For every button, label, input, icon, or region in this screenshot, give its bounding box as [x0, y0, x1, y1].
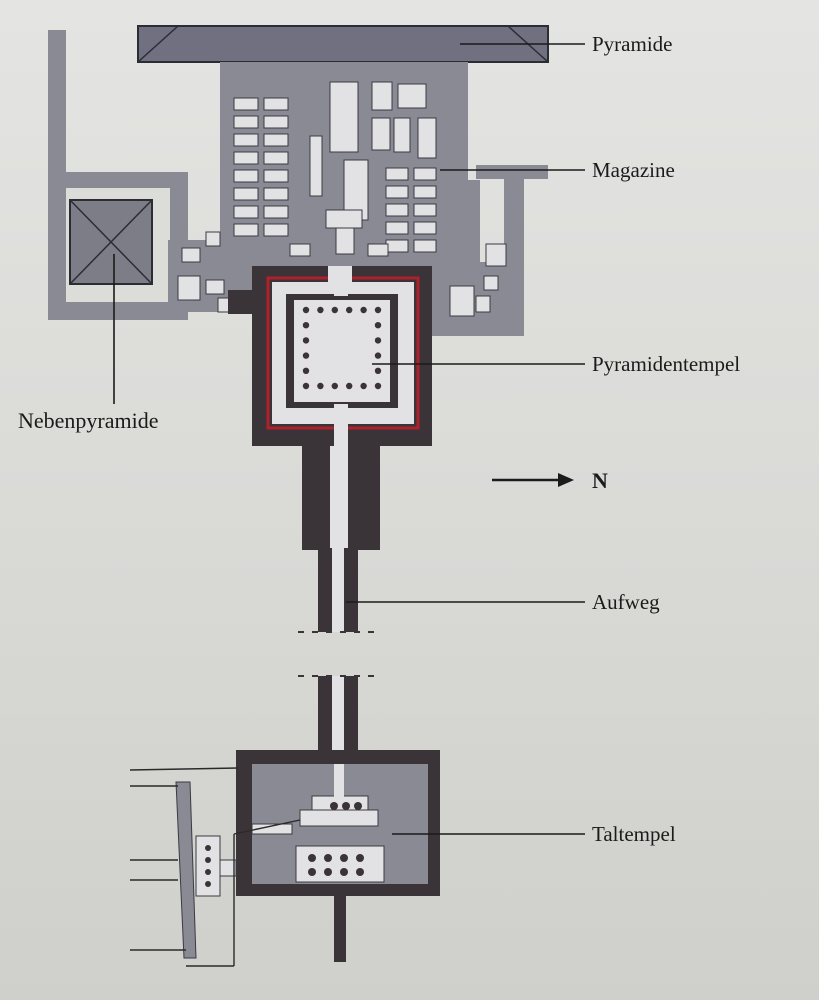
magazine-rooms-left	[233, 97, 289, 237]
temple-pillar	[302, 367, 310, 374]
temple-pillar	[302, 337, 310, 344]
temple-pillar	[374, 337, 382, 344]
temple-pillar	[346, 382, 353, 390]
label-satellite-pyramid: Nebenpyramide	[18, 408, 159, 433]
temple-pillar	[317, 382, 324, 390]
entrance-blocks	[228, 290, 252, 314]
temple-pillar	[302, 352, 310, 359]
temple-pillars	[302, 306, 382, 390]
temple-pillar	[360, 382, 367, 390]
label-valley-temple: Taltempel	[592, 822, 676, 846]
label-north: N	[592, 468, 608, 493]
temple-pillar	[374, 322, 382, 329]
temple-pillar	[331, 306, 338, 314]
valley-pillars	[308, 802, 364, 876]
leader-lines	[113, 43, 585, 835]
landing-stage	[175, 781, 237, 959]
side-rooms	[177, 231, 507, 317]
valley-temple	[236, 750, 440, 962]
satellite-pyramid	[69, 199, 153, 285]
pyramid-temple	[252, 266, 432, 446]
central-chambers	[289, 81, 437, 257]
temple-pillar	[374, 367, 382, 374]
label-causeway: Aufweg	[592, 590, 660, 614]
temple-pillar	[302, 322, 310, 329]
landing-lines	[129, 767, 301, 967]
causeway	[298, 446, 380, 772]
temple-pillar	[317, 306, 324, 314]
label-pyramid: Pyramide	[592, 32, 672, 56]
temple-pillar	[346, 306, 353, 314]
label-pyramid-temple: Pyramidentempel	[592, 352, 740, 376]
label-magazines: Magazine	[592, 158, 675, 182]
temple-pillar	[360, 306, 367, 314]
temple-pillar	[374, 382, 382, 390]
temple-pillar	[374, 306, 382, 314]
temple-pillar	[302, 306, 310, 314]
temple-pillar	[302, 382, 310, 390]
temple-pillar	[374, 352, 382, 359]
temple-pillar	[331, 382, 338, 390]
north-arrow	[492, 473, 574, 487]
